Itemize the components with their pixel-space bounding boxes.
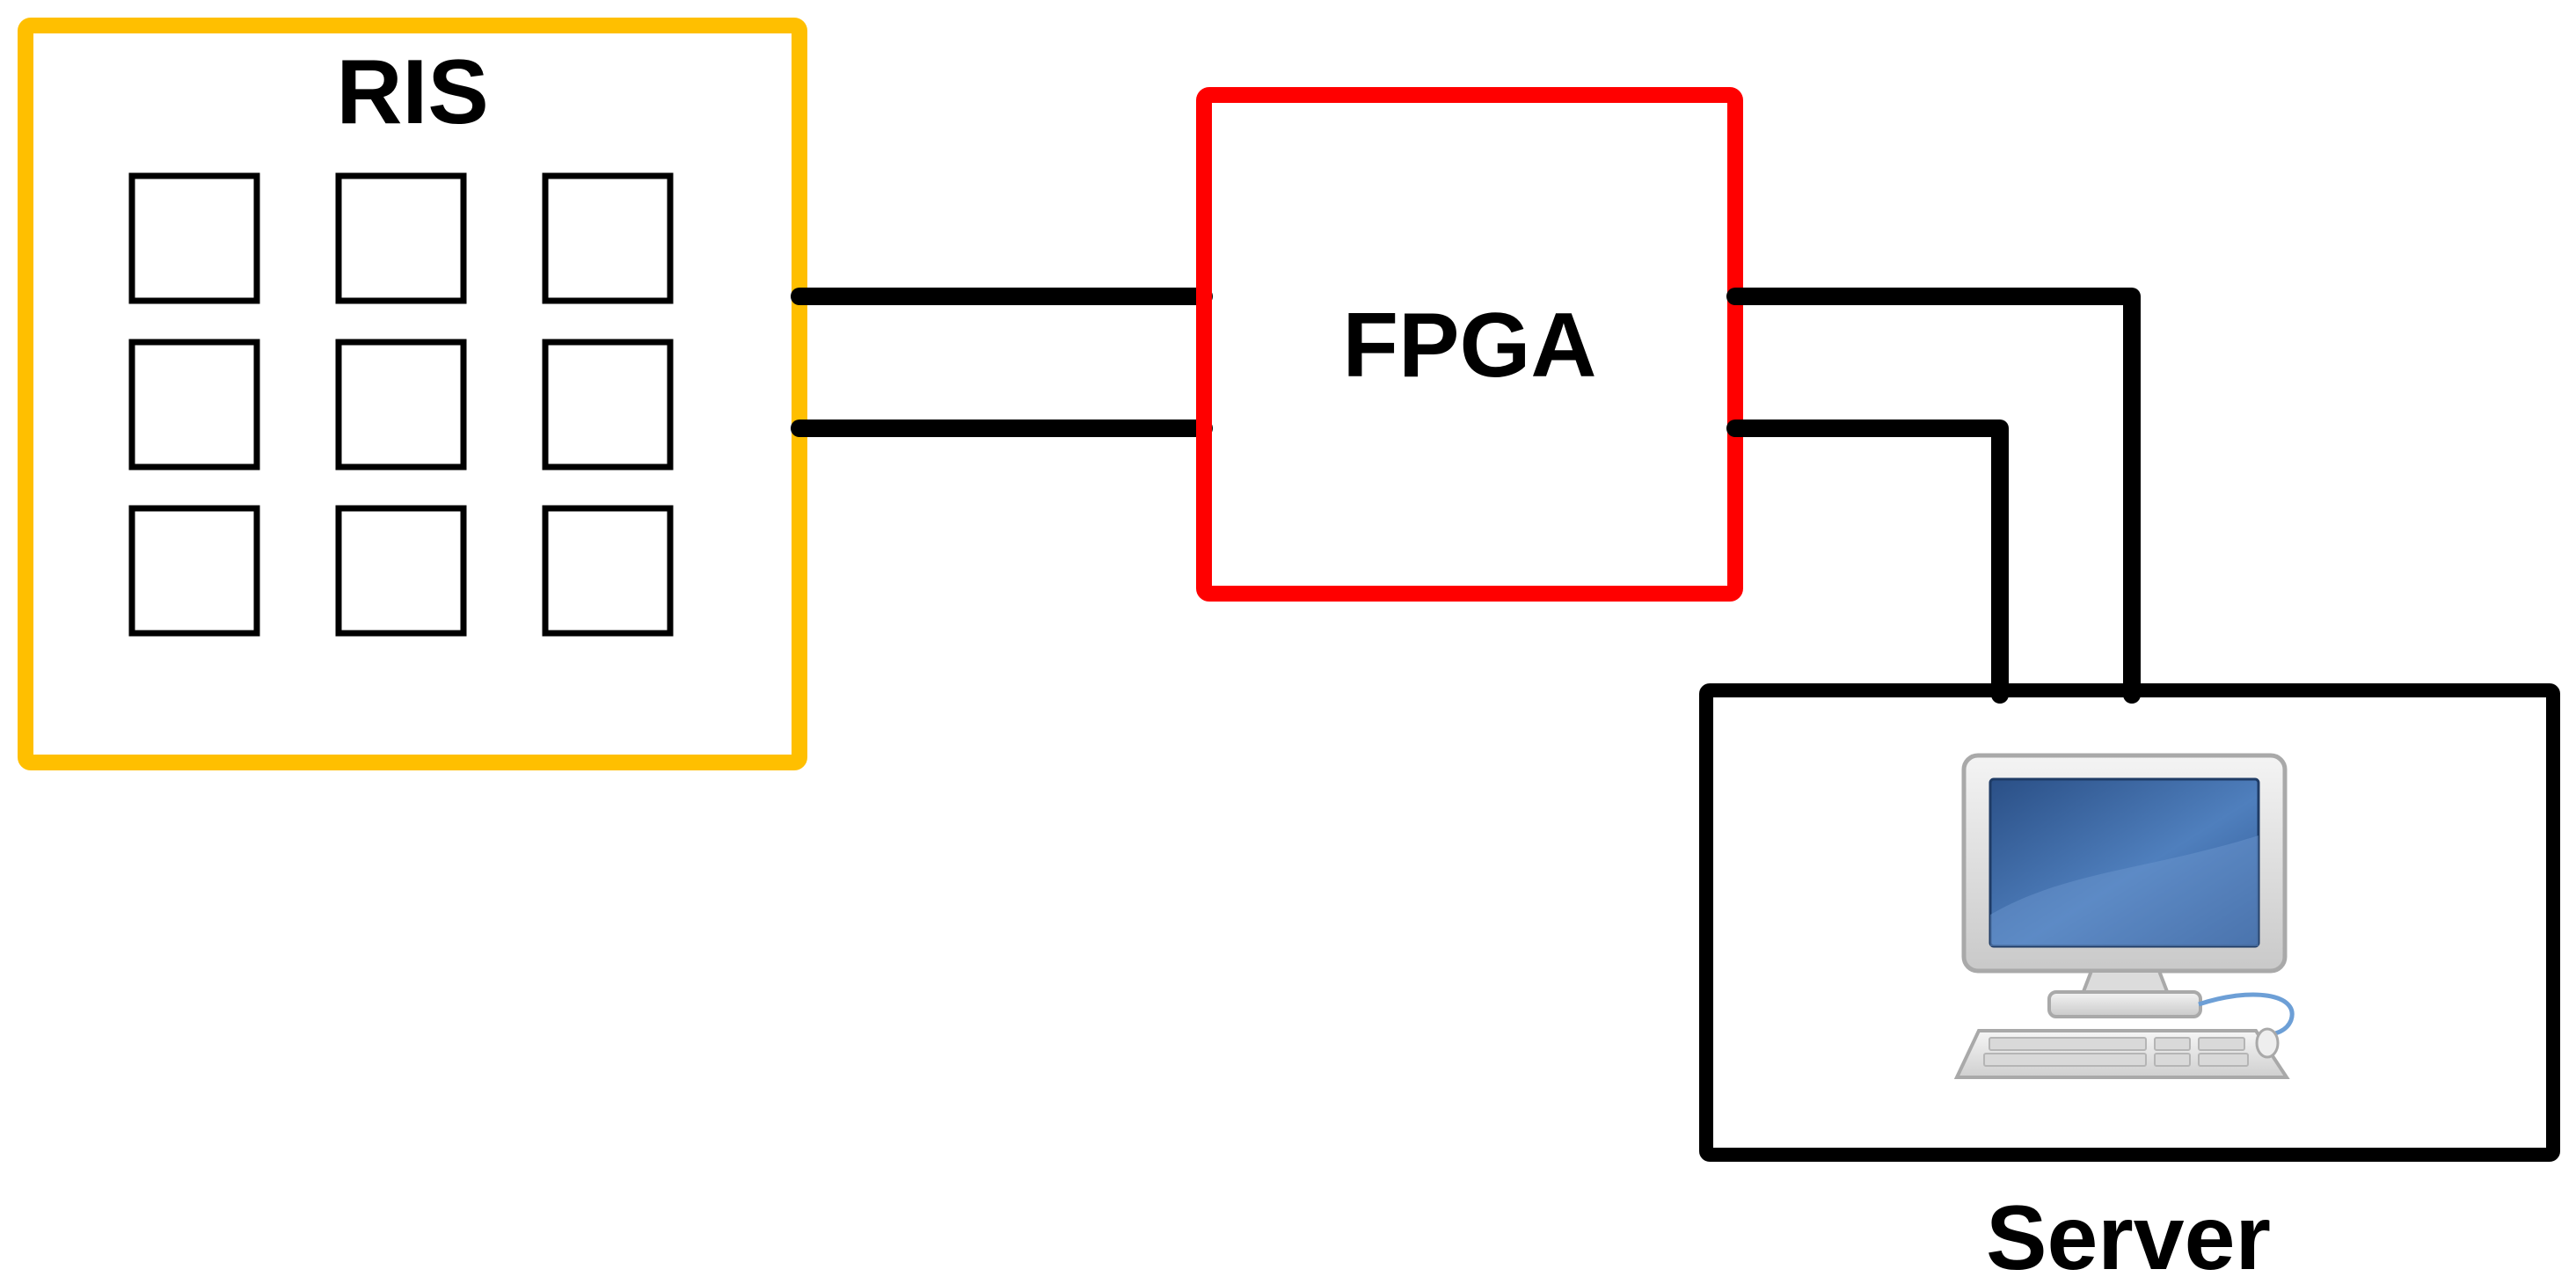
server-border bbox=[1699, 683, 2560, 1162]
ris-element-grid bbox=[128, 172, 674, 637]
ris-node: RIS bbox=[18, 18, 807, 770]
fpga-server-connections bbox=[1726, 288, 2141, 704]
fpga-label: FPGA bbox=[1343, 295, 1597, 397]
ris-border bbox=[18, 18, 807, 770]
ris-element bbox=[128, 172, 260, 304]
ris-element bbox=[128, 505, 260, 637]
ris-element bbox=[128, 339, 260, 471]
server-label: Server bbox=[1986, 1187, 2271, 1284]
ris-element bbox=[542, 339, 674, 471]
ris-element bbox=[335, 505, 467, 637]
fpga-node: FPGA bbox=[1196, 87, 1743, 602]
ris-fpga-connections bbox=[791, 288, 1213, 437]
ris-label: RIS bbox=[336, 41, 488, 143]
ris-element bbox=[335, 339, 467, 471]
fpga-server-line-1 bbox=[1726, 288, 2141, 704]
desktop-computer-icon bbox=[1953, 753, 2295, 1079]
ris-element bbox=[542, 172, 674, 304]
ris-element bbox=[335, 172, 467, 304]
server-node bbox=[1699, 683, 2560, 1162]
fpga-border bbox=[1196, 87, 1743, 602]
ris-element bbox=[542, 505, 674, 637]
fpga-server-line-2 bbox=[1726, 419, 2009, 704]
